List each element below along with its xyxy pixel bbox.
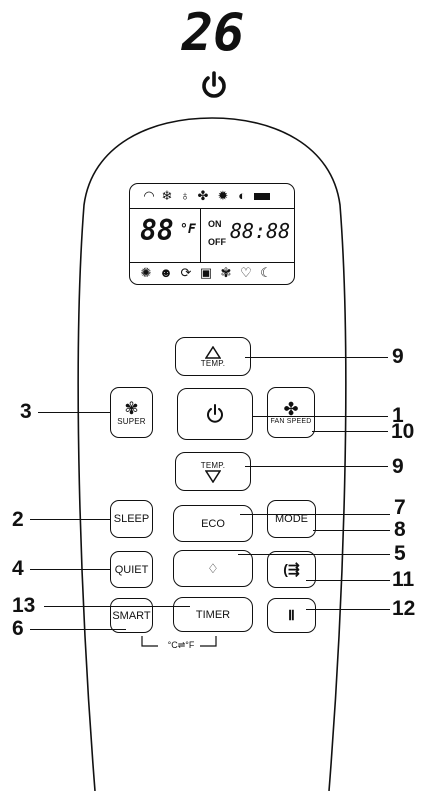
sleep-button[interactable]: SLEEP <box>110 500 153 538</box>
leader-eco <box>240 514 390 515</box>
callout-light: 5 <box>394 542 406 565</box>
eco-label: ECO <box>201 517 225 530</box>
triangle-up-icon <box>205 345 221 359</box>
triangle-down-icon <box>205 469 221 483</box>
callout-quiet: 4 <box>12 557 24 580</box>
leader-temp-down <box>245 466 388 467</box>
snowflake-icon: ❄ <box>161 188 173 203</box>
sleep-label: SLEEP <box>113 513 150 525</box>
swing-vertical-button[interactable]: (⇶ <box>267 551 316 588</box>
timer-button[interactable]: TIMER <box>173 597 253 632</box>
swing-icon: ⟳ <box>180 265 192 280</box>
fan-speed-label: FAN SPEED <box>270 418 312 425</box>
temp-up-label: TEMP. <box>200 358 226 368</box>
lock-icon: ▣ <box>199 265 213 280</box>
droplet-icon: ♁ <box>180 188 190 203</box>
smart-button[interactable]: SMART <box>110 598 153 633</box>
lcd-temperature: 88 <box>140 214 174 247</box>
swing-horizontal-button[interactable]: Ⅱ <box>267 598 316 633</box>
fan-speed-button[interactable]: ✤ FAN SPEED <box>267 387 315 438</box>
mode-button[interactable]: MODE <box>267 500 316 538</box>
lcd-panel <box>129 183 295 285</box>
callout-super: 3 <box>20 400 32 423</box>
swing-vertical-icon: (⇶ <box>283 561 300 577</box>
temp-down-label: TEMP. <box>200 460 226 470</box>
callout-temp-up: 9 <box>392 345 404 368</box>
light-button[interactable]: ♢ <box>173 550 253 587</box>
lcd-divider-bottom <box>129 262 295 263</box>
unit-toggle-label: °C⇌°F <box>167 640 195 650</box>
face-icon: ☻ <box>159 265 173 280</box>
lcd-on-label: ON <box>208 219 222 229</box>
wifi-icon: ◠ <box>143 188 155 203</box>
leader-quiet <box>30 569 110 570</box>
callout-fan-speed: 10 <box>391 420 415 443</box>
temp-up-button[interactable]: TEMP. <box>175 337 251 376</box>
super-label: SUPER <box>117 416 146 426</box>
sleep-icon: ☾ <box>260 265 272 280</box>
leader-power <box>253 416 388 417</box>
lcd-temp-unit: °F <box>180 222 196 237</box>
smart-label: SMART <box>112 609 151 622</box>
callout-smart: 6 <box>12 617 24 640</box>
half-moon-icon: ◐ <box>238 188 246 203</box>
battery-icon <box>254 193 270 200</box>
sun-heat-icon: ✹ <box>217 188 229 203</box>
leader-temp-up <box>245 357 388 358</box>
gear-icon: ✺ <box>140 265 152 280</box>
lcd-off-label: OFF <box>208 237 226 247</box>
lcd-divider-top <box>129 208 295 209</box>
leader-timer <box>44 606 190 607</box>
callout-power: 1 <box>392 404 404 427</box>
super-swirl-icon: ✾ <box>124 398 139 418</box>
power-status-icon <box>202 71 226 98</box>
quiet-button[interactable]: QUIET <box>110 551 153 588</box>
callout-swing-h: 12 <box>392 597 416 620</box>
quiet-label: QUIET <box>114 563 149 576</box>
leader-mode <box>313 530 390 531</box>
temp-down-button[interactable]: TEMP. <box>175 452 251 491</box>
callout-sleep: 2 <box>12 508 24 531</box>
leader-swing-v <box>306 580 390 581</box>
callout-eco: 7 <box>394 496 406 519</box>
leader-swing-h <box>306 609 390 610</box>
callout-swing-v: 11 <box>392 568 415 591</box>
unit-toggle-bracket <box>141 636 217 647</box>
timer-label: TIMER <box>195 608 231 621</box>
leader-sleep <box>30 519 110 520</box>
callout-mode: 8 <box>394 518 406 541</box>
bulb-icon: ♡ <box>240 265 252 280</box>
leader-smart <box>30 629 126 630</box>
super-button[interactable]: ✾ SUPER <box>110 387 153 438</box>
lcd-divider-vertical <box>200 208 201 262</box>
mode-label: MODE <box>275 513 308 525</box>
temperature-display: 26 <box>181 3 245 63</box>
lcd-clock: 88:88 <box>230 219 291 243</box>
eco-button[interactable]: ECO <box>173 505 253 542</box>
light-bulb-icon: ♢ <box>207 560 219 576</box>
leader-light <box>238 554 390 555</box>
callout-temp-down: 9 <box>392 455 404 478</box>
fan-icon-button: ✤ <box>283 399 299 419</box>
swing-horizontal-icon: Ⅱ <box>288 607 295 623</box>
leader-fan-speed <box>312 431 388 432</box>
leader-super <box>38 412 110 413</box>
callout-timer: 13 <box>12 594 36 617</box>
power-button[interactable] <box>177 388 253 440</box>
power-icon <box>207 404 223 423</box>
fan-icon: ✤ <box>197 188 209 203</box>
turbo-icon: ✾ <box>220 265 232 280</box>
